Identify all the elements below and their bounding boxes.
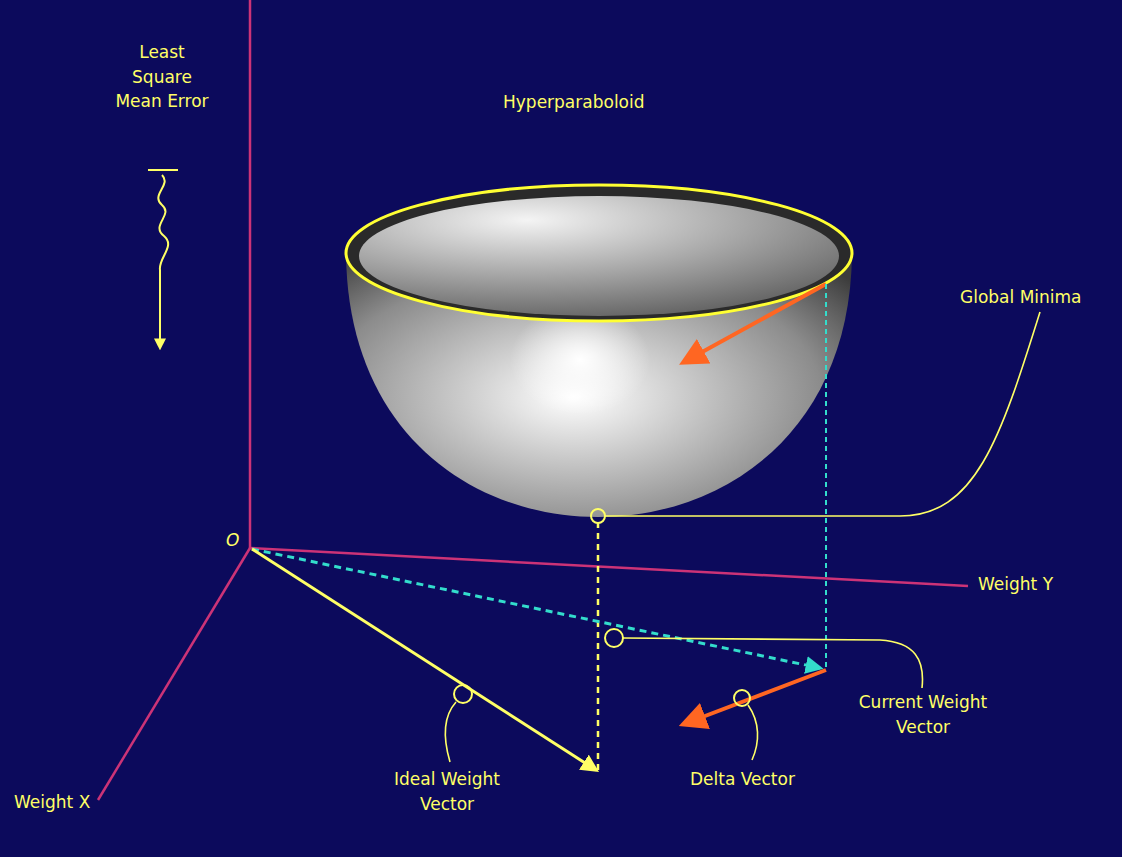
axis-label: Weight X <box>14 790 90 815</box>
gradient-arrow <box>684 284 826 362</box>
hyperparaboloid-bowl <box>346 185 852 517</box>
down-arrow <box>148 170 178 348</box>
delta-vector <box>684 670 826 724</box>
callout-label: Ideal Weight Vector <box>372 767 522 816</box>
leader-lines <box>445 312 1040 762</box>
axis-title: Least Square Mean Error <box>112 40 212 114</box>
projection-line <box>825 284 827 668</box>
axis-label: Weight Y <box>978 572 1053 597</box>
ideal-weight-vector <box>252 549 596 770</box>
origin-label: O <box>226 528 239 553</box>
current-weight-vector <box>252 549 820 668</box>
axes <box>98 0 968 800</box>
surface-label: Hyperparaboloid <box>503 90 645 115</box>
callout-circles <box>454 509 750 706</box>
projection-line <box>597 522 600 770</box>
callout-label: Global Minima <box>960 285 1082 310</box>
callout-label: Delta Vector <box>690 767 795 792</box>
callout-label: Current Weight Vector <box>838 690 1008 739</box>
